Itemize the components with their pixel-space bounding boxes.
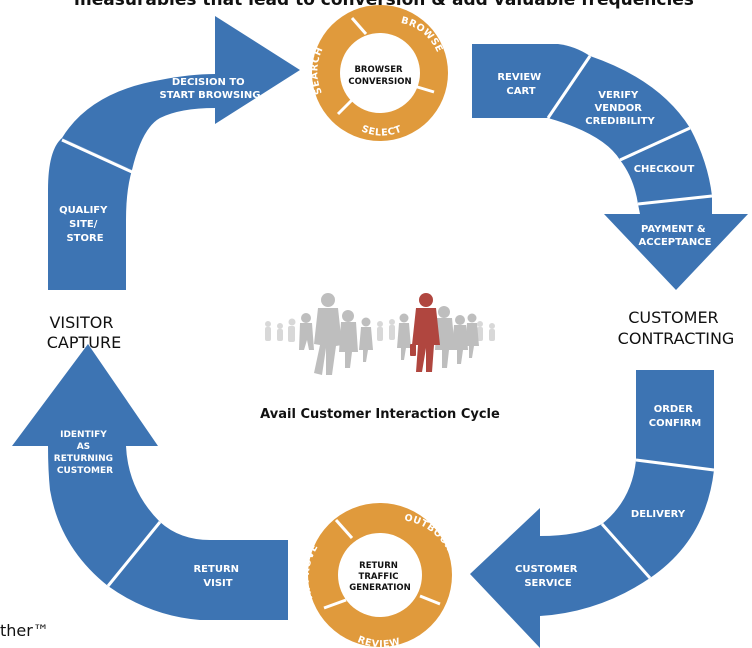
segment-qualify-label: QUALIFY SITE/ STORE (59, 205, 111, 244)
highlighted-person-icon (410, 293, 440, 372)
segment-customer-service (470, 508, 650, 648)
phase-visitor-capture: VISITOR CAPTURE (47, 313, 121, 352)
crowd-illustration (265, 293, 495, 375)
segment-identify (12, 344, 160, 586)
hub-bottom-center-label: RETURN TRAFFIC GENERATION (349, 561, 410, 593)
segment-return-visit-label: RETURN VISIT (193, 564, 242, 589)
segment-order-confirm (636, 370, 714, 470)
segment-payment (604, 196, 748, 290)
arc-bottom-right (470, 370, 715, 648)
segment-payment-label: PAYMENT & ACCEPTANCE (639, 224, 712, 248)
segment-qualify (48, 138, 132, 290)
hub-top-ring-select: SELECT (360, 124, 403, 139)
arc-bottom-left (12, 344, 288, 620)
segment-decision-label: DECISION TO START BROWSING (160, 77, 261, 101)
segment-identify-label: IDENTIFY AS RETURNING CUSTOMER (54, 430, 116, 476)
segment-delivery-label: DELIVERY (631, 509, 686, 520)
hub-browser-conversion (312, 5, 448, 141)
segment-customer-service-label: CUSTOMER SERVICE (515, 564, 581, 589)
hub-return-traffic (308, 503, 452, 647)
segment-verify (548, 56, 690, 160)
segment-checkout (620, 128, 712, 204)
arc-top-right (472, 44, 748, 290)
segment-decision (62, 16, 300, 170)
arc-top-left (48, 16, 300, 290)
center-title: Avail Customer Interaction Cycle (260, 407, 500, 422)
phase-customer-contracting: CUSTOMER CONTRACTING (618, 308, 735, 348)
diagram-heading: measurables that lead to conversion & ad… (74, 0, 694, 10)
segment-order-confirm-label: ORDER CONFIRM (649, 404, 701, 429)
hub-top-center-label: BROWSER CONVERSION (348, 65, 411, 87)
footer-trademark: ther™ (0, 621, 49, 640)
segment-checkout-label: CHECKOUT (634, 164, 695, 175)
segment-review-cart-label: REVIEW CART (497, 72, 544, 97)
segment-verify-label: VERIFY VENDOR CREDIBILITY (585, 90, 655, 127)
hub-top-ring-search: SEARCH (309, 45, 325, 96)
segment-return-visit (108, 522, 288, 620)
segment-delivery (602, 460, 714, 578)
